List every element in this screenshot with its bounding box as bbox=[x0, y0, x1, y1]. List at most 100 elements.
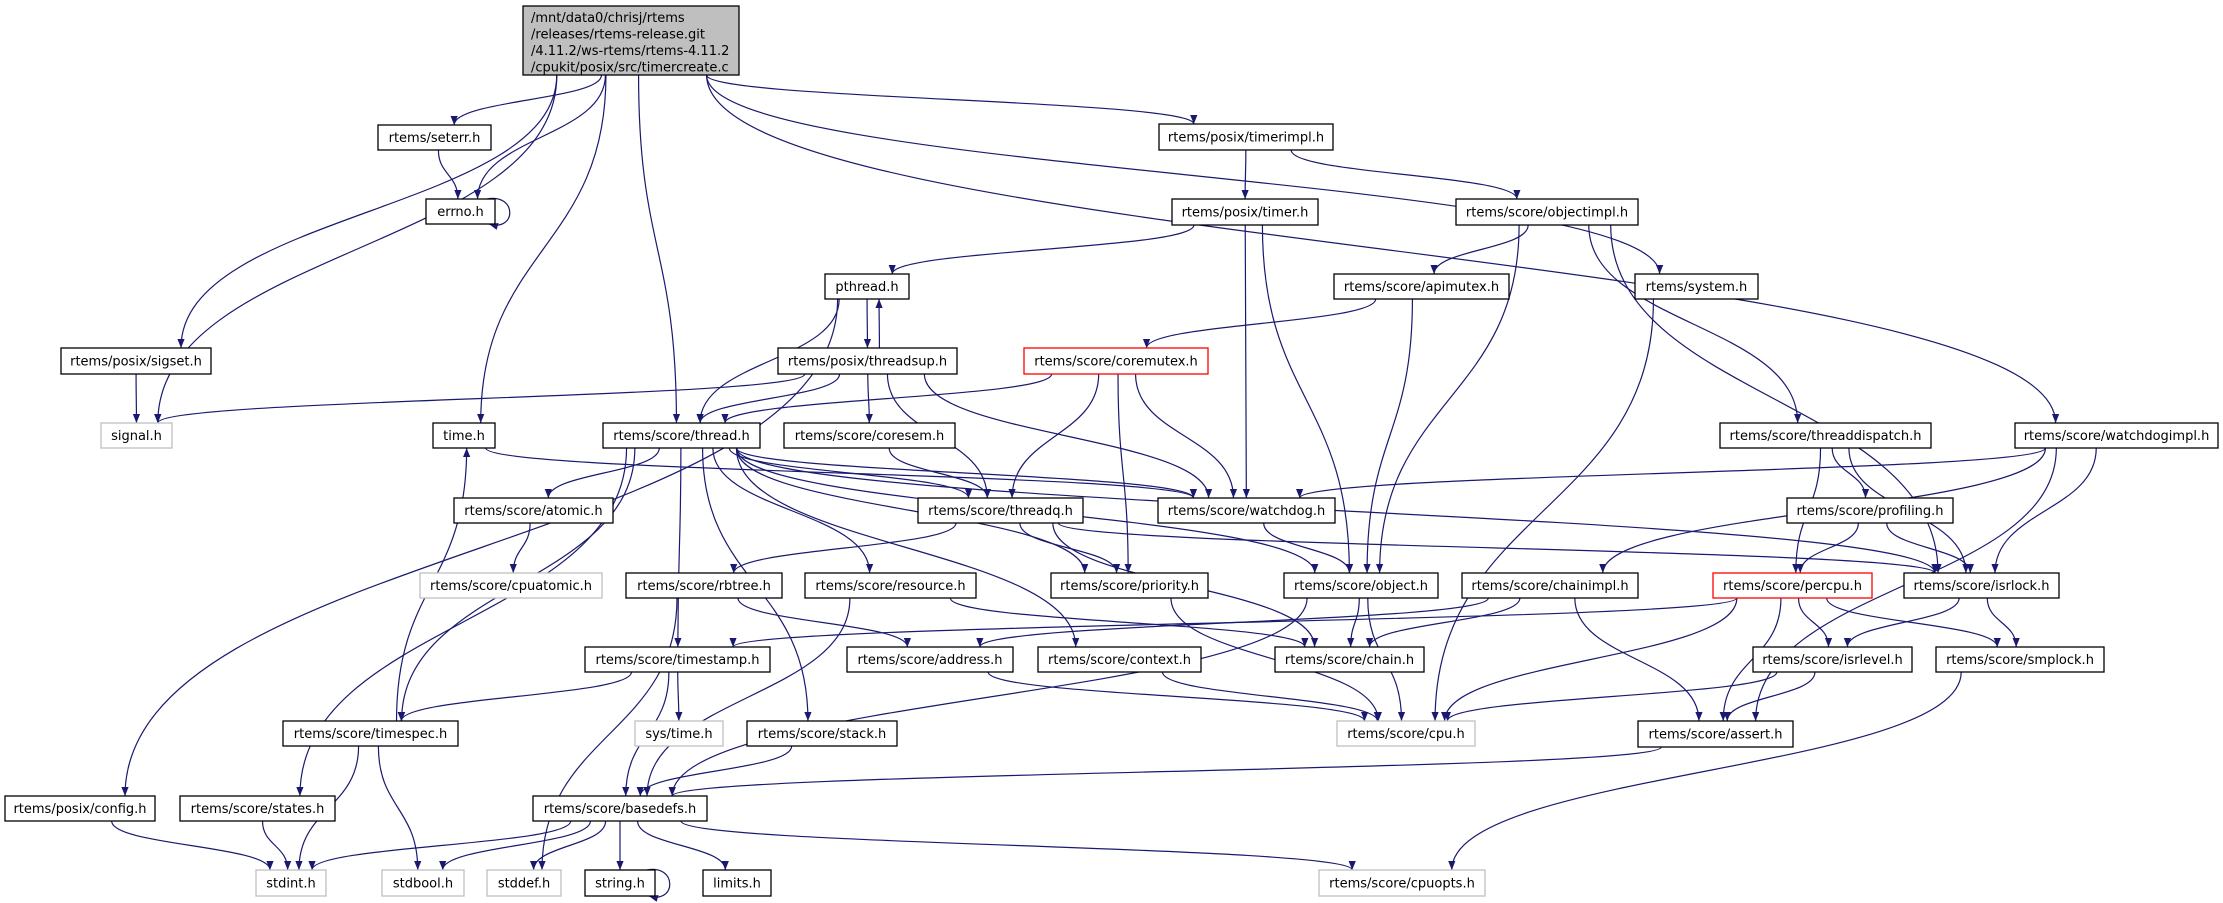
edge-thread-to-atomic bbox=[544, 447, 660, 499]
node-box bbox=[1023, 347, 1209, 375]
node-stack[interactable]: rtems/score/stack.h bbox=[746, 720, 898, 747]
edge-object-to-chain bbox=[1347, 597, 1360, 648]
edge-profiling-to-percpu bbox=[1796, 522, 1859, 574]
edge-timer-to-pthread bbox=[888, 224, 1195, 275]
node-apimutex[interactable]: rtems/score/apimutex.h bbox=[1333, 273, 1510, 300]
edge-rbtree-to-address bbox=[737, 597, 911, 648]
edge-objectimpl-to-apimutex bbox=[1430, 224, 1529, 275]
node-box bbox=[1037, 646, 1202, 673]
edge-coremutex-to-thread bbox=[721, 373, 1053, 424]
node-box bbox=[179, 795, 336, 822]
edge-threadq-to-rbtree bbox=[730, 522, 957, 574]
edge-profiling-to-isrlock bbox=[1886, 522, 1974, 574]
edge-thread-to-context bbox=[735, 447, 1080, 648]
node-chain[interactable]: rtems/score/chain.h bbox=[1274, 646, 1425, 673]
node-timerimpl[interactable]: rtems/posix/timerimpl.h bbox=[1158, 123, 1334, 151]
node-box bbox=[1461, 572, 1639, 599]
node-watchdogimpl[interactable]: rtems/score/watchdogimpl.h bbox=[2014, 422, 2219, 449]
edge-chainimpl-to-assert bbox=[1574, 597, 1703, 722]
node-coresem[interactable]: rtems/score/coresem.h bbox=[783, 422, 956, 449]
node-assert[interactable]: rtems/score/assert.h bbox=[1637, 720, 1794, 748]
edge-resource-to-chain bbox=[949, 597, 1309, 648]
node-box bbox=[532, 795, 708, 822]
edge-isrlevel-to-cpu bbox=[1443, 671, 1778, 722]
node-box bbox=[2014, 422, 2219, 449]
node-config[interactable]: rtems/posix/config.h bbox=[4, 795, 156, 822]
node-thread[interactable]: rtems/score/thread.h bbox=[602, 422, 761, 449]
edges-layer bbox=[111, 74, 2097, 902]
node-box bbox=[777, 347, 958, 375]
node-label: rtems/score/cpuopts.h bbox=[1329, 877, 1475, 892]
node-threadsup[interactable]: rtems/posix/threadsup.h bbox=[777, 347, 958, 375]
node-address[interactable]: rtems/score/address.h bbox=[846, 646, 1014, 673]
edge-basedefs-to-stddef bbox=[530, 820, 607, 871]
node-rbtree[interactable]: rtems/score/rbtree.h bbox=[625, 572, 783, 599]
node-timespec[interactable]: rtems/score/timespec.h bbox=[282, 720, 459, 747]
node-timer[interactable]: rtems/posix/timer.h bbox=[1171, 198, 1319, 226]
node-watchdog[interactable]: rtems/score/watchdog.h bbox=[1157, 497, 1336, 524]
node-errno[interactable]: errno.h bbox=[425, 198, 496, 225]
edge-config-to-stdint bbox=[111, 820, 274, 871]
edge-resource-to-basedefs bbox=[643, 597, 851, 797]
node-percpu[interactable]: rtems/score/percpu.h bbox=[1712, 572, 1873, 599]
node-isrlevel[interactable]: rtems/score/isrlevel.h bbox=[1752, 646, 1913, 673]
node-states[interactable]: rtems/score/states.h bbox=[179, 795, 336, 822]
node-label: rtems/score/object.h bbox=[1294, 579, 1428, 594]
node-label: rtems/posix/timerimpl.h bbox=[1168, 131, 1324, 146]
edge-timespec-to-stdbool bbox=[377, 745, 422, 871]
node-threadq[interactable]: rtems/score/threadq.h bbox=[917, 497, 1084, 524]
root-label-line: /releases/rtems-release.git bbox=[531, 28, 705, 43]
node-box bbox=[453, 497, 614, 524]
node-root-file[interactable]: /mnt/data0/chrisj/rtems/releases/rtems-r… bbox=[522, 5, 740, 76]
edge-stack-to-basedefs bbox=[636, 745, 793, 797]
node-stddef: stddef.h bbox=[486, 869, 562, 897]
edge-isrlevel-to-assert bbox=[1723, 671, 1816, 722]
edge-basedefs-to-stdint bbox=[308, 820, 572, 871]
node-limits[interactable]: limits.h bbox=[702, 869, 772, 897]
node-resource[interactable]: rtems/score/resource.h bbox=[804, 572, 977, 599]
node-string[interactable]: string.h bbox=[584, 869, 656, 897]
root-label-line: /4.11.2/ws-rtems/rtems-4.11.2 bbox=[531, 44, 729, 59]
node-label: stddef.h bbox=[498, 877, 550, 892]
edge-basedefs-to-limits bbox=[636, 820, 729, 871]
node-atomic[interactable]: rtems/score/atomic.h bbox=[453, 497, 614, 524]
node-systime: sys/time.h bbox=[634, 720, 724, 747]
node-box bbox=[702, 869, 772, 897]
node-label: rtems/score/threadq.h bbox=[928, 504, 1073, 519]
edge-root-to-errno bbox=[473, 74, 607, 200]
node-time[interactable]: time.h bbox=[432, 422, 496, 449]
node-profiling[interactable]: rtems/score/profiling.h bbox=[1786, 497, 1954, 524]
edge-watchdogimpl-to-watchdog bbox=[1296, 447, 2047, 499]
node-label: rtems/score/context.h bbox=[1048, 653, 1191, 668]
node-object[interactable]: rtems/score/object.h bbox=[1283, 572, 1439, 599]
node-timestamp[interactable]: rtems/score/timestamp.h bbox=[584, 646, 771, 673]
node-isrlock[interactable]: rtems/score/isrlock.h bbox=[1903, 572, 2060, 599]
node-context[interactable]: rtems/score/context.h bbox=[1037, 646, 1202, 673]
edge-isrlock-to-isrlevel bbox=[1843, 597, 1960, 648]
node-box bbox=[783, 422, 956, 449]
node-coremutex[interactable]: rtems/score/coremutex.h bbox=[1023, 347, 1209, 375]
node-system[interactable]: rtems/system.h bbox=[1634, 273, 1759, 300]
node-threaddispatch[interactable]: rtems/score/threaddispatch.h bbox=[1719, 422, 1932, 449]
node-label: rtems/score/thread.h bbox=[613, 429, 750, 444]
edge-pthread-to-thread bbox=[696, 298, 840, 424]
node-box bbox=[1336, 720, 1476, 747]
edge-threadsup-to-signal bbox=[154, 373, 806, 424]
node-objectimpl[interactable]: rtems/score/objectimpl.h bbox=[1455, 198, 1639, 226]
node-sigset[interactable]: rtems/posix/sigset.h bbox=[60, 347, 212, 375]
node-box bbox=[282, 720, 459, 747]
node-seterr[interactable]: rtems/seterr.h bbox=[377, 124, 492, 151]
node-smplock[interactable]: rtems/score/smplock.h bbox=[1935, 646, 2105, 673]
node-pthread[interactable]: pthread.h bbox=[824, 273, 910, 300]
edge-pthread-to-config bbox=[121, 298, 839, 797]
node-box bbox=[1786, 497, 1954, 524]
node-box bbox=[1903, 572, 2060, 599]
node-basedefs[interactable]: rtems/score/basedefs.h bbox=[532, 795, 708, 822]
node-label: limits.h bbox=[713, 877, 761, 892]
node-chainimpl[interactable]: rtems/score/chainimpl.h bbox=[1461, 572, 1639, 599]
node-cpuopts: rtems/score/cpuopts.h bbox=[1318, 869, 1486, 897]
node-box bbox=[1712, 572, 1873, 599]
edge-percpu-to-cpu bbox=[1441, 597, 1738, 722]
node-label: rtems/score/timestamp.h bbox=[595, 653, 759, 668]
node-priority[interactable]: rtems/score/priority.h bbox=[1050, 572, 1209, 599]
